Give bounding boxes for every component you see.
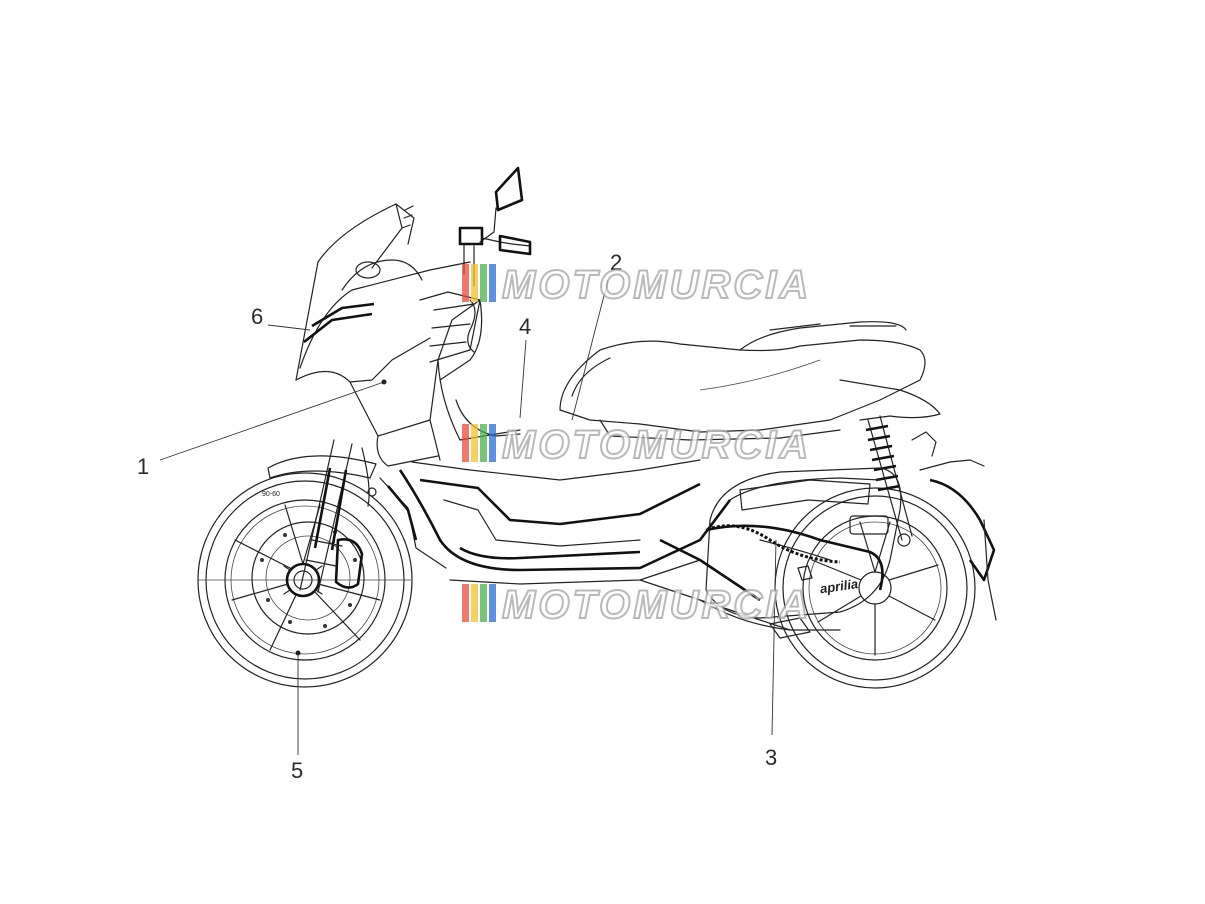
watermark-stripe-red bbox=[462, 264, 469, 302]
callout-6: 6 bbox=[251, 304, 263, 329]
brand-badge: aprilia bbox=[819, 576, 859, 596]
watermark-text: MOTOMURCIA bbox=[502, 583, 811, 627]
callout-labels: 1 2 3 4 5 6 bbox=[137, 250, 777, 783]
tail-section bbox=[839, 379, 997, 621]
watermark-text: MOTOMURCIA bbox=[502, 423, 811, 467]
watermark-stripe-yellow bbox=[471, 424, 478, 462]
watermark-top: MOTOMURCIA bbox=[462, 262, 811, 308]
watermark-stripe-blue bbox=[489, 424, 496, 462]
watermark-stripe-yellow bbox=[471, 264, 478, 302]
front-fairing bbox=[295, 203, 521, 467]
exhaust bbox=[639, 538, 811, 639]
rear-shock bbox=[865, 415, 913, 547]
watermark-stripe-red bbox=[462, 424, 469, 462]
watermark-stripe-green bbox=[480, 264, 487, 302]
callout-3: 3 bbox=[765, 745, 777, 770]
seat bbox=[559, 321, 926, 441]
tire-marking: 90-60 bbox=[262, 491, 280, 498]
watermark-stripe-blue bbox=[489, 584, 496, 622]
callout-leaders bbox=[159, 279, 777, 755]
rear-wheel bbox=[774, 487, 976, 689]
watermark-bottom: MOTOMURCIA bbox=[462, 582, 811, 628]
callout-4: 4 bbox=[519, 314, 531, 339]
front-fork bbox=[267, 439, 377, 593]
engine-unit: aprilia bbox=[699, 467, 902, 631]
watermark-stripe-yellow bbox=[471, 584, 478, 622]
watermark-stripe-green bbox=[480, 584, 487, 622]
watermark-stripe-green bbox=[480, 424, 487, 462]
callout-1: 1 bbox=[137, 454, 149, 479]
callout-2: 2 bbox=[610, 250, 622, 275]
front-wheel: 90-60 bbox=[197, 472, 413, 688]
watermark-stripe-blue bbox=[489, 264, 496, 302]
floorboard bbox=[379, 399, 732, 585]
watermark-stripe-red bbox=[462, 584, 469, 622]
callout-5: 5 bbox=[291, 758, 303, 783]
watermark-text: MOTOMURCIA bbox=[502, 263, 811, 307]
handlebar bbox=[458, 166, 532, 353]
chain-detail bbox=[711, 524, 841, 564]
watermark-middle: MOTOMURCIA bbox=[462, 422, 811, 468]
